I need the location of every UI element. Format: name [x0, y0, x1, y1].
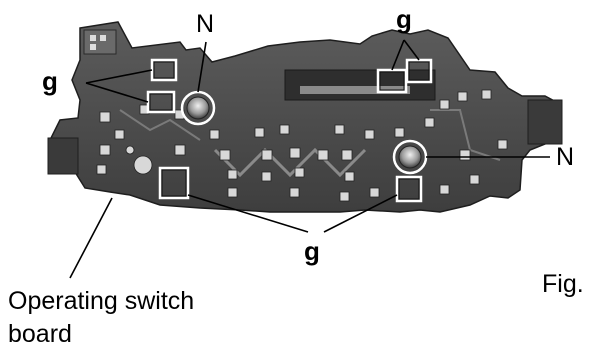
- board-label-line1: Operating switch: [8, 287, 195, 315]
- g-callout-box-outlines: [149, 61, 430, 200]
- n-label-top: N: [196, 10, 215, 38]
- fig-label: Fig.: [542, 270, 584, 298]
- leader-lines: [69, 39, 550, 279]
- board-components: [96, 89, 508, 202]
- board-label-line2: board: [8, 320, 72, 348]
- g-label-bottom: g: [304, 236, 320, 266]
- g-label-top: g: [396, 4, 412, 34]
- pcb-board: [47, 21, 563, 213]
- g-label-left: g: [42, 66, 58, 96]
- n-label-right: N: [556, 143, 575, 171]
- n-knob-left: [180, 90, 216, 126]
- n-knob-right: [392, 139, 428, 175]
